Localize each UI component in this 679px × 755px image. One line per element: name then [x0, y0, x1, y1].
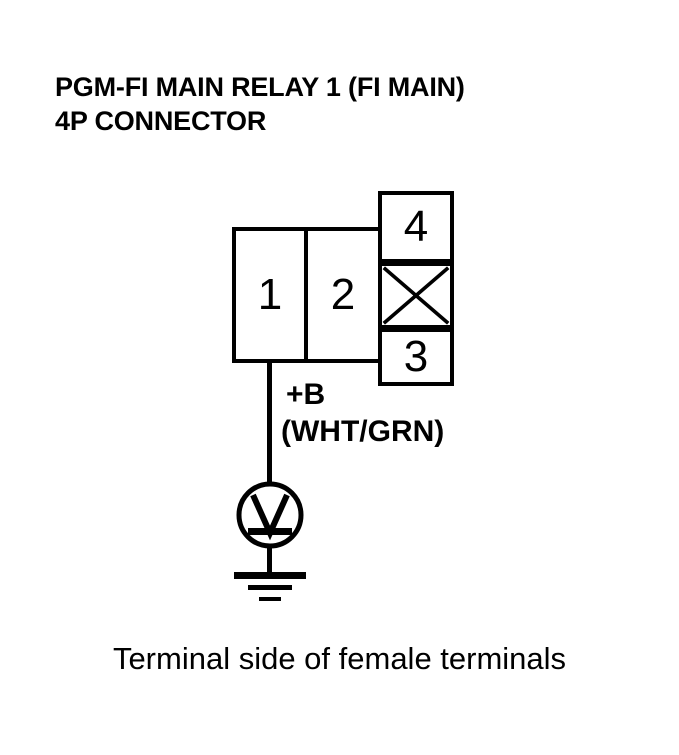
diagram-caption: Terminal side of female terminals	[112, 641, 567, 676]
pin-number-3: 3	[403, 332, 429, 381]
wire-color-label: (WHT/GRN)	[281, 415, 445, 448]
ground-bar-2	[248, 585, 292, 590]
pin-number-1: 1	[257, 270, 283, 319]
title-line-2: 4P CONNECTOR	[55, 106, 267, 136]
ground-lead-wire	[267, 546, 272, 578]
connector-cavity-pin-4: 4	[378, 191, 454, 263]
test-lead-wire	[267, 360, 272, 485]
diagram-title: PGM-FI MAIN RELAY 1 (FI MAIN) 4P CONNECT…	[55, 70, 655, 138]
pin-number-2: 2	[330, 270, 356, 319]
voltmeter-icon	[235, 481, 305, 549]
cavity-blocked-x-icon	[382, 266, 450, 325]
connector-cavity-blocked	[378, 262, 454, 329]
ground-bar-3	[259, 597, 281, 601]
pin-number-4: 4	[403, 202, 429, 251]
connector-cavity-pin-2: 2	[304, 227, 382, 363]
connector-cavity-pin-3: 3	[378, 328, 454, 386]
title-line-1: PGM-FI MAIN RELAY 1 (FI MAIN)	[55, 72, 465, 102]
ground-bar-1	[234, 572, 306, 579]
voltmeter-symbol-icon	[236, 481, 304, 549]
connector-cavity-pin-1: 1	[232, 227, 308, 363]
ground-symbol-icon	[232, 572, 308, 606]
signal-label-plus-b: +B	[286, 378, 326, 411]
